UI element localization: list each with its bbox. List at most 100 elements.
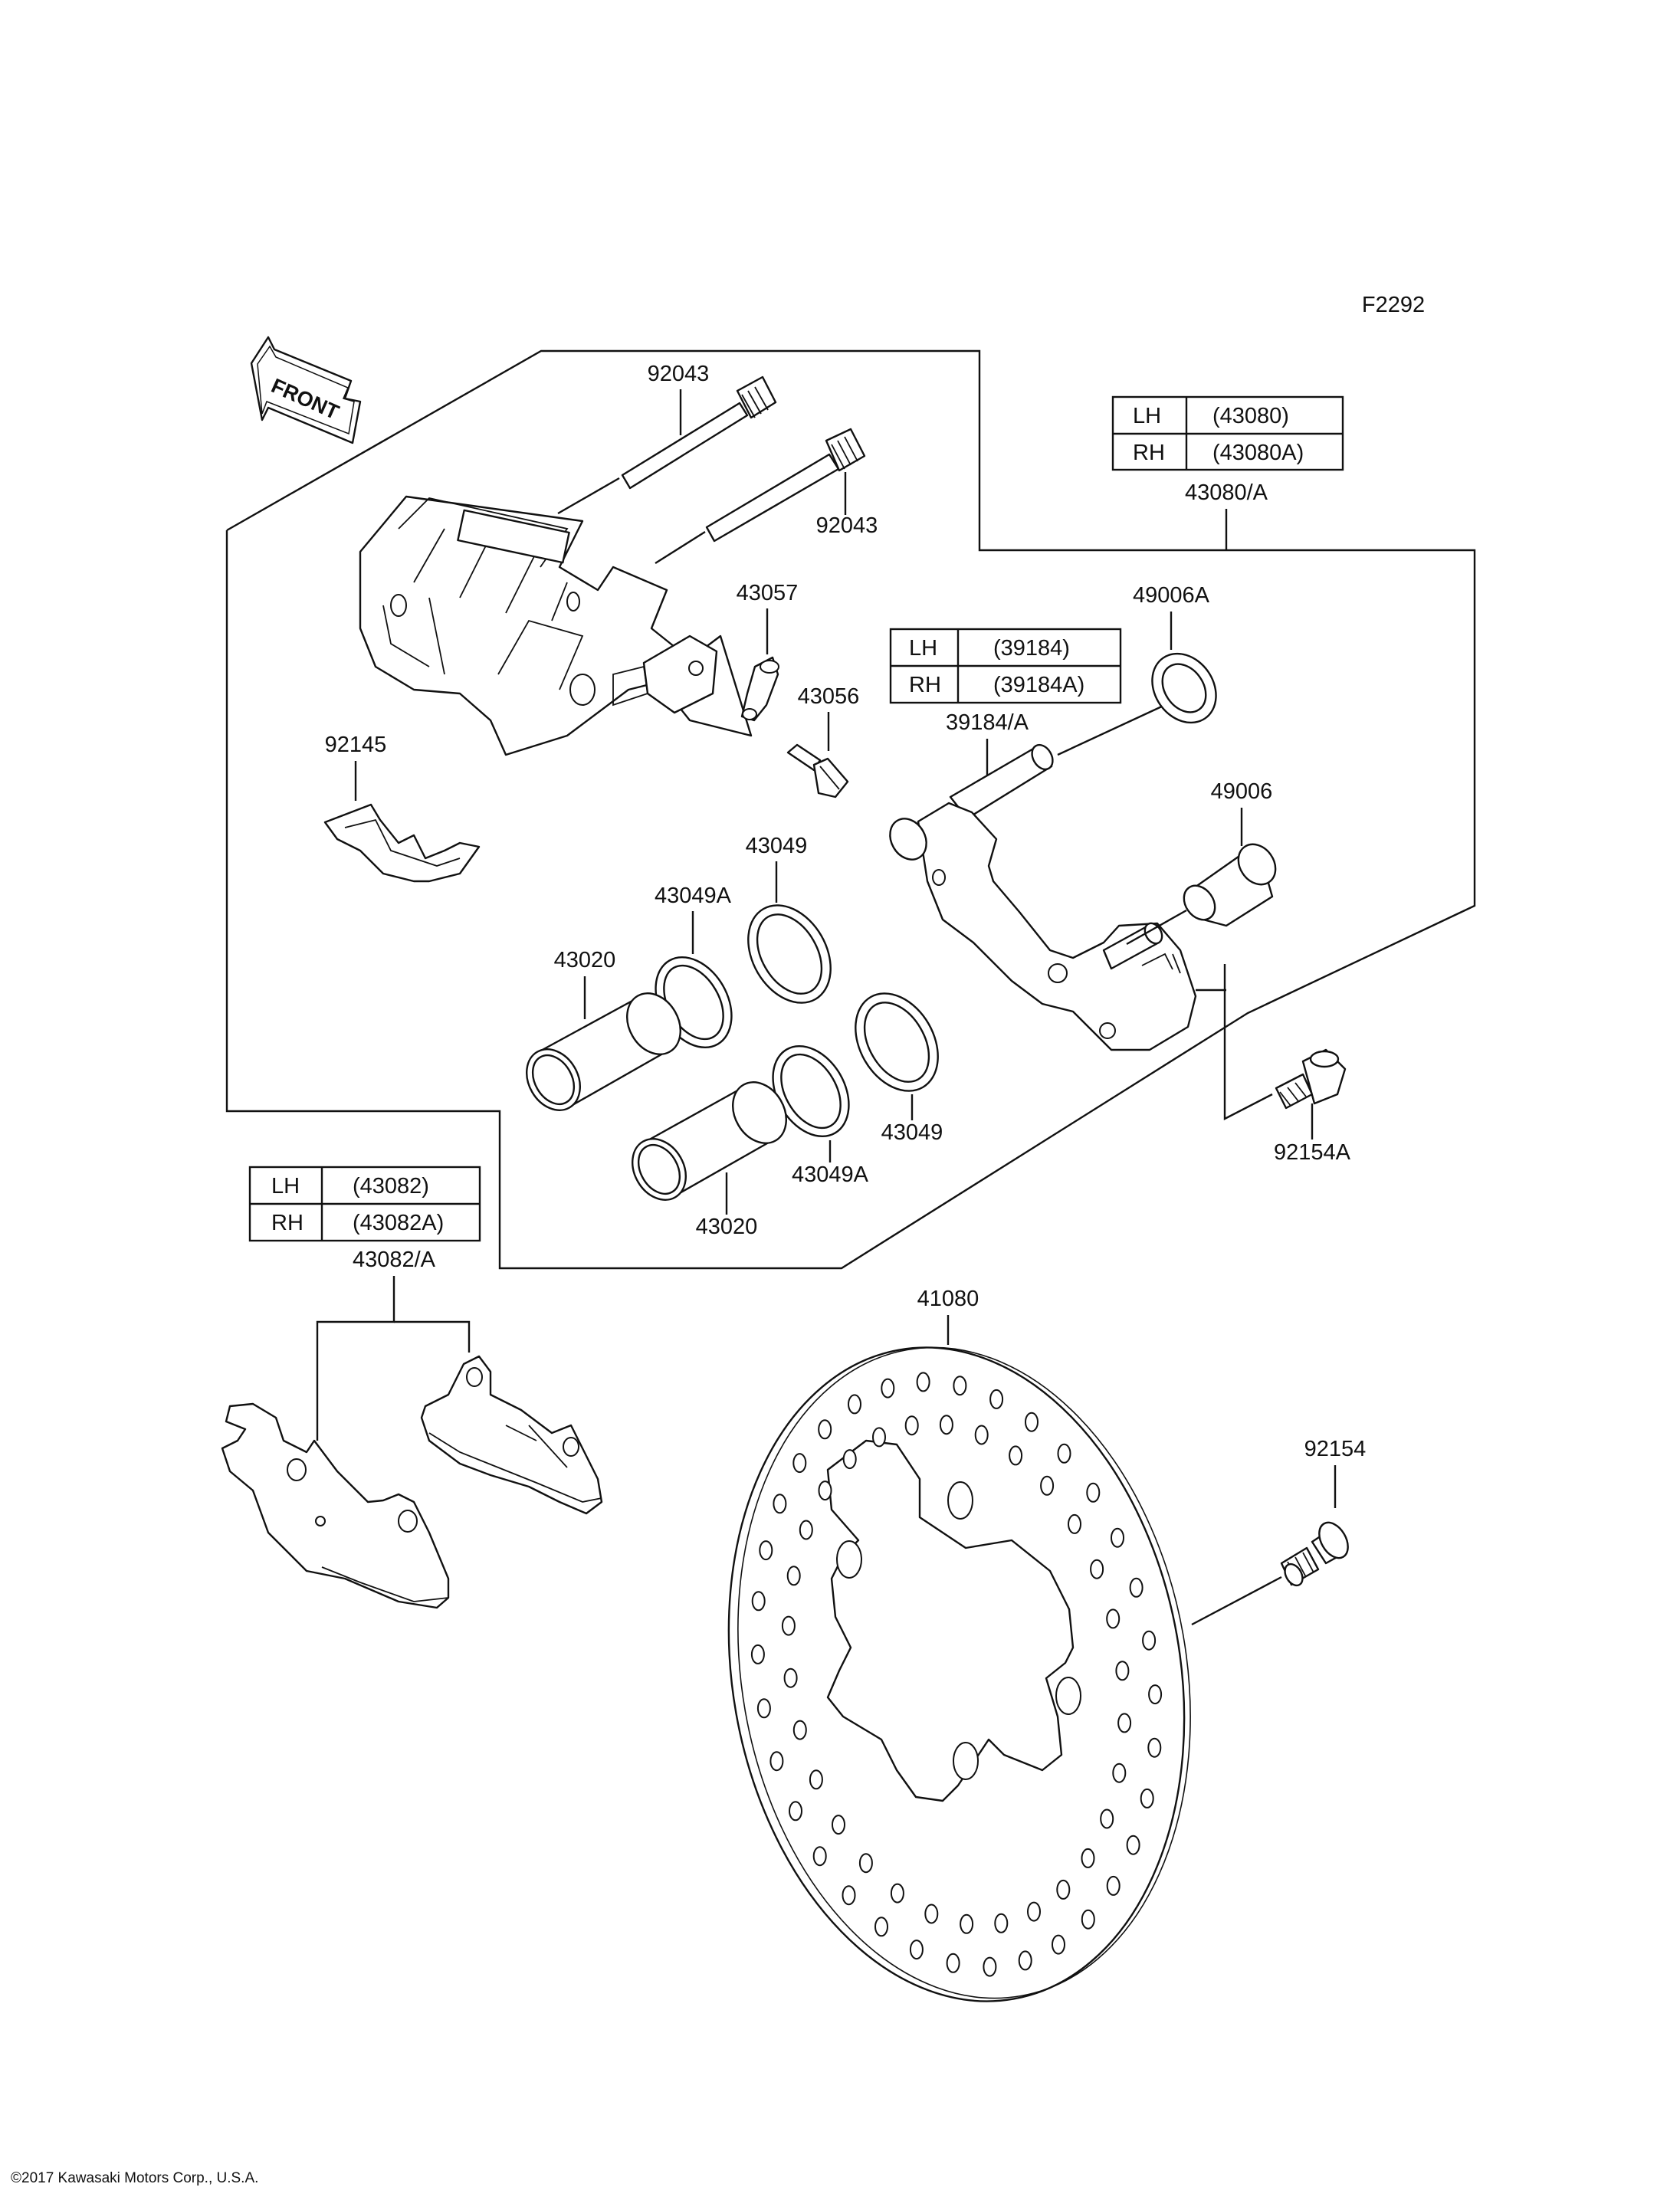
pads-rh: RH: [271, 1211, 304, 1235]
figure-id: F2292: [1362, 293, 1425, 317]
disc-vent-hole: [1106, 1608, 1121, 1629]
label-92154A: 92154A: [1274, 1140, 1351, 1165]
disc-vent-hole: [983, 1956, 997, 1977]
disc-vent-hole: [1057, 1443, 1071, 1464]
label-43057: 43057: [737, 581, 799, 605]
slide-pin-upper: [557, 375, 777, 515]
disc-vent-hole: [759, 1540, 773, 1561]
holder-rh-part: (39184A): [993, 673, 1084, 697]
disc-vent-hole: [842, 1449, 857, 1470]
label-43020-bottom: 43020: [696, 1215, 758, 1239]
disc-vent-hole: [1052, 1934, 1065, 1955]
assembly-lh: LH: [1133, 404, 1161, 428]
disc-vent-holes: [750, 1372, 1163, 1977]
disc-vent-hole: [872, 1427, 886, 1448]
disc-vent-hole: [1025, 1412, 1039, 1432]
disc-vent-hole: [1142, 1630, 1157, 1651]
disc-vent-hole: [989, 1389, 1004, 1409]
disc-vent-hole: [1100, 1808, 1114, 1829]
pad-spring-part: [323, 803, 481, 883]
front-arrow-icon: FRONT: [250, 336, 362, 444]
disc-vent-hole: [792, 1720, 807, 1740]
holder-table: LH (39184) RH (39184A): [889, 628, 1122, 704]
disc-vent-hole: [881, 1378, 895, 1399]
disc-vent-hole: [1126, 1835, 1140, 1855]
assembly-table: LH (43080) RH (43080A): [1111, 395, 1344, 471]
disc-vent-hole: [1129, 1577, 1144, 1598]
disc-vent-hole: [890, 1883, 904, 1904]
disc-vent-hole: [916, 1372, 930, 1392]
label-49006: 49006: [1211, 779, 1273, 804]
disc-vent-hole: [756, 1698, 771, 1719]
disc-vent-hole: [1081, 1848, 1095, 1868]
label-43049A-top: 43049A: [655, 884, 732, 908]
disc-vent-hole: [792, 1453, 807, 1474]
bolt-92154: [1191, 1521, 1349, 1626]
disc-vent-hole: [751, 1591, 766, 1612]
label-pin-upper: 92043: [648, 362, 710, 386]
disc-vent-hole: [924, 1904, 939, 1924]
pads-table: LH (43082) RH (43082A): [248, 1166, 481, 1242]
disc-vent-hole: [1112, 1763, 1127, 1783]
seal-43049-bottom: [855, 992, 939, 1092]
disc-vent-hole: [1147, 1737, 1162, 1758]
label-43049-top: 43049: [746, 834, 808, 858]
label-41080: 41080: [917, 1287, 979, 1311]
disc-vent-hole: [1106, 1875, 1121, 1896]
disc-vent-hole: [960, 1913, 974, 1934]
pads-lh: LH: [271, 1174, 300, 1199]
disc-vent-hole: [1027, 1901, 1041, 1922]
disc-vent-hole: [812, 1846, 827, 1867]
disc-vent-hole: [773, 1494, 787, 1514]
brake-disc: [727, 1346, 1191, 2002]
copyright-notice: ©2017 Kawasaki Motors Corp., U.S.A.: [11, 2170, 259, 2186]
label-43020-top: 43020: [554, 948, 616, 972]
pads-rh-part: (43082A): [353, 1211, 444, 1235]
disc-vent-hole: [769, 1751, 784, 1772]
assembly-rh: RH: [1133, 441, 1165, 465]
disc-vent-hole: [1117, 1713, 1132, 1733]
brake-pad-right: [420, 1355, 603, 1515]
label-39184: 39184/A: [946, 710, 1029, 735]
disc-vent-hole: [781, 1615, 796, 1636]
disc-vent-hole: [1018, 1950, 1032, 1971]
disc-vent-hole: [1111, 1527, 1124, 1548]
disc-vent-hole: [858, 1853, 873, 1874]
assembly-lh-part: (43080): [1212, 404, 1289, 428]
disc-vent-hole: [1086, 1482, 1101, 1503]
disc-vent-hole: [1040, 1475, 1055, 1496]
piston-43020-bottom: [632, 1081, 787, 1201]
bleeder-cap-part: [740, 656, 779, 722]
caliper-holder-part: [889, 743, 1197, 1051]
holder-lh: LH: [909, 636, 937, 661]
disc-vent-hole: [904, 1415, 919, 1436]
label-pin-lower: 92043: [816, 513, 878, 538]
piston-43020-top: [526, 992, 681, 1111]
disc-vent-hole: [818, 1481, 832, 1501]
holder-rh: RH: [909, 673, 941, 697]
disc-vent-hole: [1148, 1684, 1163, 1705]
disc-vent-hole: [1090, 1559, 1104, 1579]
label-49006A: 49006A: [1133, 583, 1210, 608]
slide-pin-lower: [655, 428, 866, 565]
disc-vent-hole: [842, 1885, 856, 1906]
caliper-body: [359, 495, 753, 756]
leader-43082: [316, 1276, 395, 1441]
disc-vent-hole: [994, 1913, 1009, 1933]
bolt-92154A: [1196, 964, 1347, 1120]
boot-49006A: [1057, 652, 1217, 756]
disc-vent-hole: [809, 1769, 823, 1790]
disc-vent-hole: [1081, 1909, 1095, 1930]
disc-vent-hole: [874, 1917, 888, 1937]
disc-vent-hole: [799, 1520, 813, 1540]
label-43082: 43082/A: [353, 1248, 436, 1272]
disc-vent-hole: [848, 1394, 861, 1415]
disc-vent-hole: [946, 1953, 960, 1973]
disc-vent-hole: [939, 1415, 953, 1435]
disc-vent-hole: [953, 1376, 967, 1396]
boot-49006: [1126, 843, 1277, 946]
holder-lh-part: (39184): [993, 636, 1070, 661]
pads-lh-part: (43082): [353, 1174, 429, 1199]
disc-vent-hole: [750, 1644, 765, 1664]
